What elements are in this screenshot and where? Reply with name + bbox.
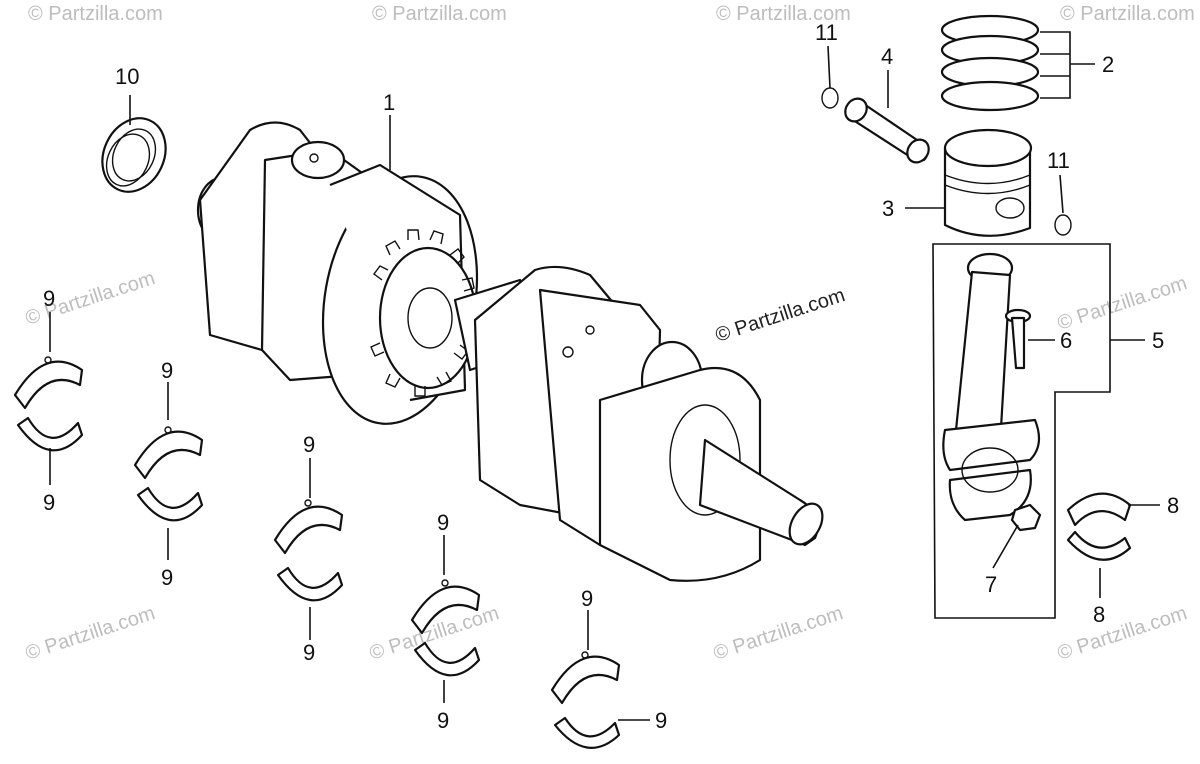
callout-9: 9 (581, 586, 593, 611)
callout-9: 9 (43, 286, 55, 311)
watermark-text: © Partzilla.com (1055, 602, 1190, 665)
callout-11-right: 11 (1047, 148, 1070, 173)
callout-5: 5 (1152, 328, 1164, 353)
callout-2: 2 (1102, 52, 1114, 77)
callout-10: 10 (115, 64, 139, 89)
callout-9: 9 (303, 640, 315, 665)
center-watermark: © Partzilla.com (713, 284, 848, 347)
callout-7: 7 (985, 572, 997, 597)
piston-pin-drawing (844, 97, 930, 164)
callout-9: 9 (161, 358, 173, 383)
callout-9: 9 (437, 708, 449, 733)
callout-9: 9 (43, 490, 55, 515)
watermark-text: © Partzilla.com (711, 602, 846, 665)
main-bearing-pair-2 (133, 426, 204, 522)
callout-numbers: 1 2 3 4 5 6 7 8 8 10 11 11 9 9 9 9 9 9 9… (43, 20, 1179, 733)
piston-pin-clip-right (1054, 214, 1072, 236)
callout-9: 9 (655, 708, 667, 733)
watermark-text: © Partzilla.com (1055, 272, 1190, 335)
main-bearing-pair-3 (273, 499, 344, 602)
callout-9: 9 (303, 432, 315, 457)
main-bearing-pair-1 (13, 356, 84, 452)
callout-11-left: 11 (815, 20, 838, 45)
callout-4: 4 (881, 44, 893, 69)
callout-1: 1 (383, 90, 395, 115)
rod-bolt-drawing (1004, 308, 1032, 370)
main-bearing-pair-4 (410, 579, 481, 677)
oil-seal-drawing (101, 117, 167, 193)
callout-3: 3 (882, 196, 894, 221)
callout-8-upper: 8 (1167, 493, 1179, 518)
cam-sprocket (370, 229, 478, 397)
main-bearing-set (13, 356, 621, 749)
crankshaft-drawing (196, 121, 824, 582)
rod-nut-drawing (1010, 503, 1042, 532)
callout-8-lower: 8 (1093, 602, 1105, 627)
piston-drawing (943, 128, 1033, 237)
watermark-text: © Partzilla.com (372, 3, 507, 25)
piston-pin-clip-left (821, 87, 839, 109)
watermark-text: © Partzilla.com (23, 602, 158, 665)
rod-bearing-drawing (1066, 492, 1132, 561)
callout-6: 6 (1060, 328, 1072, 353)
watermark-text: © Partzilla.com (1060, 3, 1195, 25)
piston-rings-drawing (940, 14, 1040, 112)
callout-9: 9 (437, 510, 449, 535)
watermark-text: © Partzilla.com (716, 3, 851, 25)
watermark-text: © Partzilla.com (28, 3, 163, 25)
connecting-rod-drawing (942, 252, 1041, 522)
connecting-rod-group-outline (932, 243, 1111, 619)
main-bearing-pair-5 (550, 651, 621, 749)
leader-lines (49, 31, 1160, 721)
callout-9: 9 (161, 565, 173, 590)
